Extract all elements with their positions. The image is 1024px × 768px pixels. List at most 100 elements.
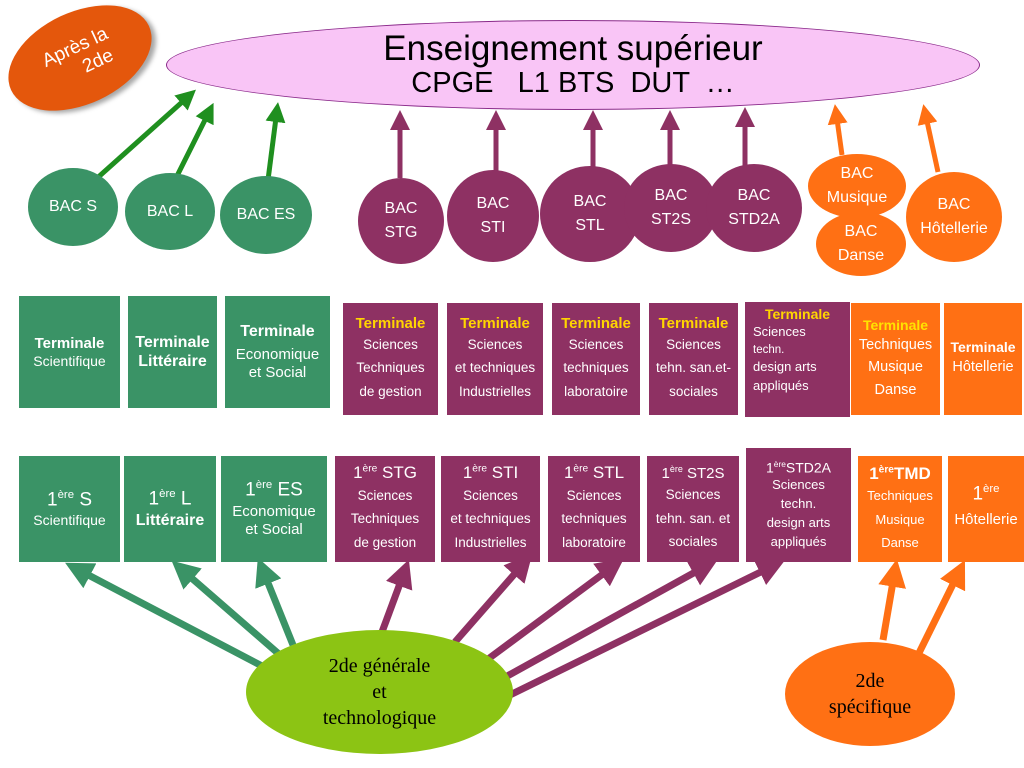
arrow-2gt-1sti bbox=[452, 553, 533, 645]
premiere-std2a-name: STD2A bbox=[785, 459, 832, 476]
terminale-stl-l2: techniques bbox=[563, 360, 629, 376]
terminale-es-l1: Economique bbox=[235, 345, 320, 363]
premiere-stg: 1ère STG Sciences Techniques de gestion bbox=[335, 456, 435, 562]
bac-st2s-l2: ST2S bbox=[650, 211, 691, 228]
terminale-stl-l3: laboratoire bbox=[564, 383, 628, 399]
premiere-stl-l1: Sciences bbox=[566, 487, 622, 503]
premiere-es-l2: et Social bbox=[245, 520, 303, 538]
terminale-st2s-l2: tehn. san.et- bbox=[655, 360, 732, 376]
terminale-sti: Terminale Sciences et techniques Industr… bbox=[447, 303, 543, 415]
premiere-es-num: 1 bbox=[245, 479, 256, 501]
premiere-st2s-l3: sociales bbox=[668, 534, 718, 550]
bac-stl-l2: STL bbox=[575, 217, 605, 234]
premiere-stl-name: STL bbox=[588, 463, 625, 483]
premiere-st2s-l2: tehn. san. et bbox=[655, 510, 731, 526]
premiere-tmd-sup: ère bbox=[878, 464, 894, 476]
bac-sti-l2: STI bbox=[480, 219, 506, 236]
premiere-s-l1: Scientifique bbox=[33, 512, 106, 529]
terminale-l-l1: Littéraire bbox=[138, 353, 207, 370]
terminale-stg-l2: Techniques bbox=[356, 360, 425, 376]
premiere-sti-sup: ère bbox=[472, 463, 488, 475]
terminale-s-title: Terminale bbox=[34, 334, 105, 352]
arrow-bac-s-sup bbox=[93, 89, 196, 182]
seconde-gt-l2: et bbox=[372, 681, 387, 703]
premiere-st2s-title: 1ère ST2S bbox=[661, 464, 724, 483]
terminale-es-l2: et Social bbox=[248, 363, 307, 381]
premiere-stg-title: 1ère STG bbox=[353, 463, 417, 483]
bac-es: BAC ES bbox=[220, 176, 312, 254]
premiere-std2a-sup: ère bbox=[773, 458, 786, 469]
premiere-stl-title: 1ère STL bbox=[564, 463, 624, 483]
arrow-2gt-1st2s bbox=[498, 559, 718, 684]
arrow-bac-l-sup bbox=[172, 102, 214, 182]
terminale-sti-l1: Sciences bbox=[467, 336, 523, 352]
terminale-st2s-l3: sociales bbox=[669, 383, 718, 399]
terminale-s: Terminale Scientifique bbox=[19, 296, 120, 408]
premiere-stg-name: STG bbox=[377, 463, 417, 483]
bac-s-label: BAC S bbox=[48, 198, 97, 215]
premiere-hotellerie-num: 1 bbox=[972, 483, 984, 505]
bac-musique-l1: BAC bbox=[840, 165, 874, 182]
premiere-es-title: 1ère ES bbox=[245, 479, 303, 502]
arrow-bac-hotellerie-sup bbox=[917, 104, 941, 173]
premiere-s-sup: ère bbox=[57, 489, 75, 502]
premiere-st2s-name: ST2S bbox=[682, 465, 725, 483]
bac-stg-l2: STG bbox=[384, 224, 418, 241]
premiere-stg-l2: Techniques bbox=[350, 511, 420, 527]
terminale-hotellerie: Terminale Hôtellerie bbox=[944, 303, 1022, 415]
terminale-l: Terminale Littéraire bbox=[128, 296, 217, 408]
premiere-es-sup: ère bbox=[255, 479, 273, 492]
premiere-es-name: ES bbox=[272, 479, 303, 501]
terminale-tmd-l1: Techniques bbox=[858, 336, 933, 353]
premiere-l-sup: ère bbox=[159, 487, 176, 500]
seconde-gt-l3: technologique bbox=[322, 707, 437, 729]
premiere-std2a-num: 1 bbox=[765, 459, 774, 476]
arrow-bac-es-sup bbox=[265, 102, 286, 181]
terminale-std2a-title: Terminale bbox=[764, 306, 831, 322]
premiere-l-num: 1 bbox=[148, 488, 160, 510]
terminale-stg-l3: de gestion bbox=[359, 383, 422, 399]
seconde-gt-l1: 2de générale bbox=[328, 655, 431, 677]
terminale-es-title: Terminale bbox=[240, 323, 315, 341]
arrow-2gt-1stg bbox=[378, 559, 413, 634]
superieur-title: Enseignement supérieur bbox=[383, 28, 763, 68]
bac-s: BAC S bbox=[28, 168, 118, 246]
seconde-spec-l1: 2de bbox=[855, 670, 885, 692]
terminale-st2s-title: Terminale bbox=[658, 314, 729, 332]
arrow-2sp-1hotel bbox=[914, 559, 966, 657]
enseignement-superieur: Enseignement supérieur CPGE L1 BTS DUT … bbox=[166, 20, 980, 110]
premiere-sti-l2: et techniques bbox=[450, 511, 531, 527]
arrow-2gt-1es bbox=[255, 557, 297, 647]
bac-danse-l1: BAC bbox=[844, 223, 878, 240]
terminale-std2a-l4: appliqués bbox=[753, 377, 809, 393]
bac-es-label: BAC ES bbox=[236, 206, 296, 223]
arrow-2gt-1s bbox=[65, 562, 264, 670]
premiere-s-name: S bbox=[74, 489, 92, 511]
premiere-l: 1ère L Littéraire bbox=[124, 456, 216, 562]
premiere-s-num: 1 bbox=[47, 489, 58, 511]
premiere-tmd-l1: Techniques bbox=[867, 488, 933, 504]
seconde-spec-l2: spécifique bbox=[828, 696, 912, 718]
terminale-stg-l1: Sciences bbox=[363, 336, 418, 352]
terminale-std2a-l3: design arts bbox=[753, 358, 817, 374]
terminale-hotellerie-title: Terminale bbox=[950, 339, 1016, 355]
bac-stg-l1: BAC bbox=[384, 200, 418, 217]
premiere-st2s-sup: ère bbox=[669, 464, 683, 475]
premiere-stl-l2: techniques bbox=[561, 511, 627, 527]
premiere-stg-num: 1 bbox=[353, 463, 363, 483]
arrow-bac-musique-sup bbox=[827, 104, 848, 156]
premiere-st2s-num: 1 bbox=[661, 465, 670, 483]
premiere-stl: 1ère STL Sciences techniques laboratoire bbox=[548, 456, 640, 562]
premiere-tmd-l3: Danse bbox=[881, 534, 919, 550]
premiere-sti: 1ère STI Sciences et techniques Industri… bbox=[441, 456, 540, 562]
arrow-2gt-1stl bbox=[477, 558, 624, 668]
terminale-std2a: Terminale Sciences techn. design arts ap… bbox=[745, 302, 850, 417]
premiere-l-name: L bbox=[175, 488, 192, 510]
premiere-stl-l3: laboratoire bbox=[562, 535, 626, 550]
premiere-l-title: 1ère L bbox=[149, 488, 192, 511]
